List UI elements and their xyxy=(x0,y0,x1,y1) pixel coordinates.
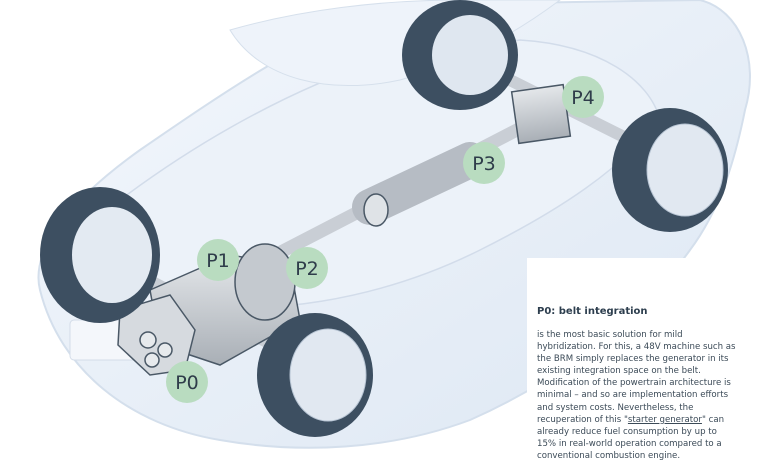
wheel-rear-right xyxy=(612,108,728,232)
badge-label-p4: P4 xyxy=(571,87,595,109)
badge-p3: P3 xyxy=(463,142,505,184)
wheel-front-right xyxy=(257,313,373,437)
engine-block xyxy=(117,243,301,376)
badge-label-p0: P0 xyxy=(175,372,199,394)
wheel-rear-left xyxy=(402,0,518,110)
badge-label-p2: P2 xyxy=(295,258,319,280)
badge-label-p1: P1 xyxy=(206,250,230,272)
badge-p2: P2 xyxy=(286,247,328,289)
badge-p1: P1 xyxy=(197,239,239,281)
wheel-front-left xyxy=(40,187,160,323)
info-panel: P0: belt integration is the most basic s… xyxy=(527,258,780,461)
info-title: P0: belt integration xyxy=(537,306,648,317)
info-body: is the most basic solution for mild hybr… xyxy=(537,329,737,462)
badge-p0: P0 xyxy=(166,361,208,403)
starter-generator-link[interactable]: starter generator xyxy=(627,414,702,425)
info-body-text: is the most basic solution for mild hybr… xyxy=(537,330,736,425)
badge-p4: P4 xyxy=(562,76,604,118)
badge-label-p3: P3 xyxy=(472,153,496,175)
